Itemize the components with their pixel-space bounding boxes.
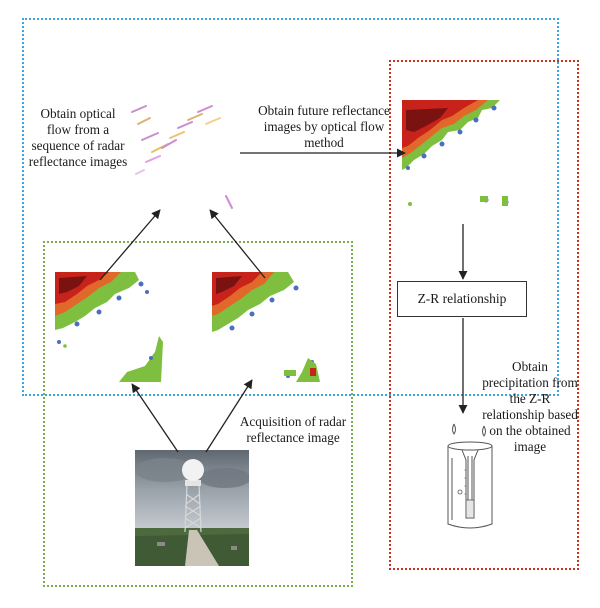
future-reflectance-label: Obtain future reflectance images by opti…: [258, 103, 390, 150]
arrow-radar1-to-flow: [99, 209, 161, 281]
optical-flow-label: Obtain optical flow from a sequence of r…: [28, 106, 128, 169]
rain-gauge-icon: [447, 423, 493, 529]
arrow-radar2-to-flow: [209, 209, 266, 279]
zr-relationship-box: Z-R relationship: [397, 281, 527, 317]
precipitation-label: Obtain precipitation from the Z-R relati…: [482, 359, 578, 454]
radar-image-t2: [212, 272, 320, 382]
optical-flow-image: [128, 100, 238, 210]
radar-image-t1: [55, 272, 163, 382]
arrow-photo-to-radar1: [131, 383, 179, 453]
acquisition-label: Acquisition of radar reflectance image: [239, 414, 347, 445]
blue-region-frame: [22, 18, 559, 396]
future-radar-image: [402, 100, 509, 206]
radar-tower-photo: [135, 450, 249, 566]
zr-relationship-label: Z-R relationship: [417, 291, 507, 306]
red-region-frame: [389, 60, 579, 570]
green-region-frame: [43, 241, 353, 587]
arrow-photo-to-radar2: [205, 379, 253, 453]
